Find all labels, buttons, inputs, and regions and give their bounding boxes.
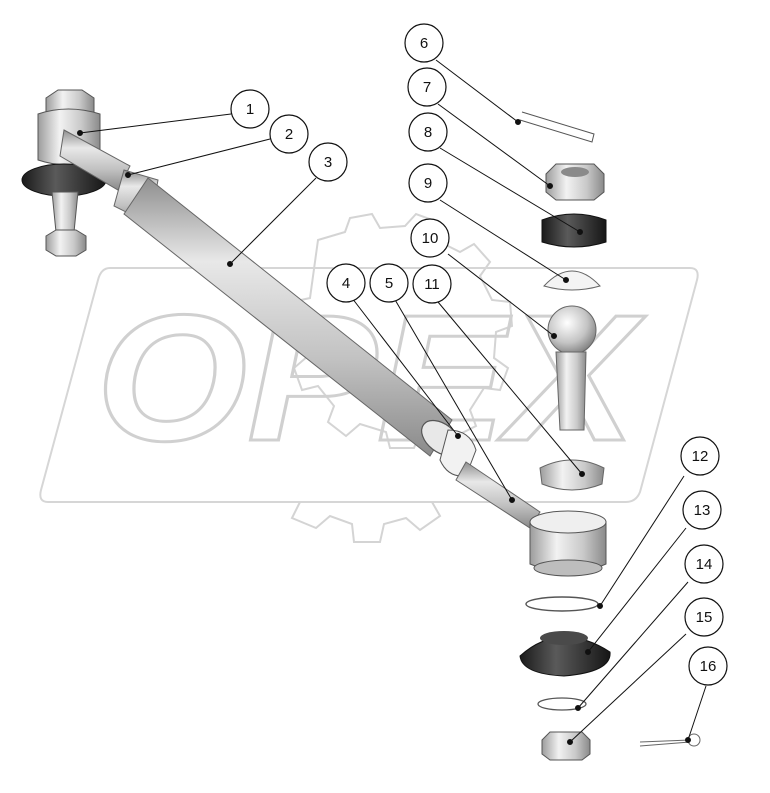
svg-text:14: 14	[696, 556, 713, 573]
leader-9	[439, 199, 567, 281]
svg-text:3: 3	[324, 154, 332, 171]
leader-8	[439, 147, 581, 233]
right-socket-top	[529, 510, 607, 534]
callout-10: 10	[410, 218, 450, 258]
svg-text:5: 5	[385, 275, 393, 292]
leader-15	[569, 633, 687, 743]
leader-11	[437, 301, 583, 475]
part-8-seal	[541, 213, 607, 248]
part-16-cotter-pin	[639, 739, 691, 747]
left-castle-nut	[45, 229, 87, 257]
watermark-gear-lower	[290, 501, 442, 543]
watermark-frame	[39, 267, 699, 503]
tube-body	[123, 177, 453, 457]
leader-10	[447, 253, 555, 337]
callout-2: 2	[269, 114, 309, 154]
leader-14	[577, 581, 689, 709]
svg-text:15: 15	[696, 609, 713, 626]
svg-text:12: 12	[692, 448, 709, 465]
left-ball-stud	[51, 191, 79, 233]
leader-13	[587, 527, 687, 653]
part-11-bearing-cup	[539, 459, 605, 491]
svg-text:9: 9	[424, 175, 432, 192]
callout-4: 4	[326, 263, 366, 303]
tie-rod-tube	[113, 169, 477, 477]
svg-text:7: 7	[423, 79, 431, 96]
callout-5: 5	[369, 263, 409, 303]
callout-7: 7	[407, 67, 447, 107]
svg-text:13: 13	[694, 502, 711, 519]
callout-15: 15	[684, 597, 724, 637]
callout-11: 11	[412, 264, 452, 304]
svg-text:4: 4	[342, 275, 350, 292]
leader-1	[79, 113, 232, 134]
right-socket-bottom-lip	[533, 559, 603, 577]
leader-6	[435, 59, 519, 123]
leader-16	[687, 685, 707, 741]
part-15-castle-nut	[541, 731, 591, 761]
leader-4	[351, 297, 459, 437]
part-7-nut-hole	[561, 167, 589, 177]
exploded-parts	[519, 111, 701, 761]
callout-3: 3	[308, 142, 348, 182]
part-6-pin	[519, 111, 595, 143]
callout-14: 14	[684, 544, 724, 584]
part-7-nut	[545, 163, 605, 201]
svg-text:16: 16	[700, 658, 717, 675]
callout-6: 6	[404, 23, 444, 63]
right-tie-rod-end	[455, 461, 607, 577]
callout-13: 13	[682, 490, 722, 530]
leader-lines	[77, 59, 707, 745]
callout-8: 8	[408, 112, 448, 152]
leader-12	[599, 475, 685, 607]
svg-text:10: 10	[422, 230, 439, 247]
callout-16: 16	[688, 646, 728, 686]
svg-text:8: 8	[424, 124, 432, 141]
svg-text:6: 6	[420, 35, 428, 52]
callout-9: 9	[408, 163, 448, 203]
callout-1: 1	[230, 89, 270, 129]
svg-text:11: 11	[424, 276, 440, 293]
leader-5	[393, 297, 513, 501]
callouts: 1 2 3 4 5 6 7 8 9 10 11 12 13 14 15 16	[230, 23, 728, 686]
leader-7	[437, 103, 551, 187]
svg-text:2: 2	[285, 126, 293, 143]
svg-text:1: 1	[246, 101, 254, 118]
part-13-dust-boot-opening	[540, 631, 588, 645]
callout-12: 12	[680, 436, 720, 476]
part-10-ball	[547, 305, 597, 355]
part-9-bearing-cap	[543, 270, 601, 291]
part-10-stud-shank	[555, 351, 587, 431]
leader-3	[229, 177, 317, 265]
part-14-retaining-ring	[537, 697, 587, 711]
left-tie-rod-end	[21, 89, 131, 257]
part-12-snap-ring	[525, 596, 599, 612]
leader-2	[127, 138, 271, 176]
